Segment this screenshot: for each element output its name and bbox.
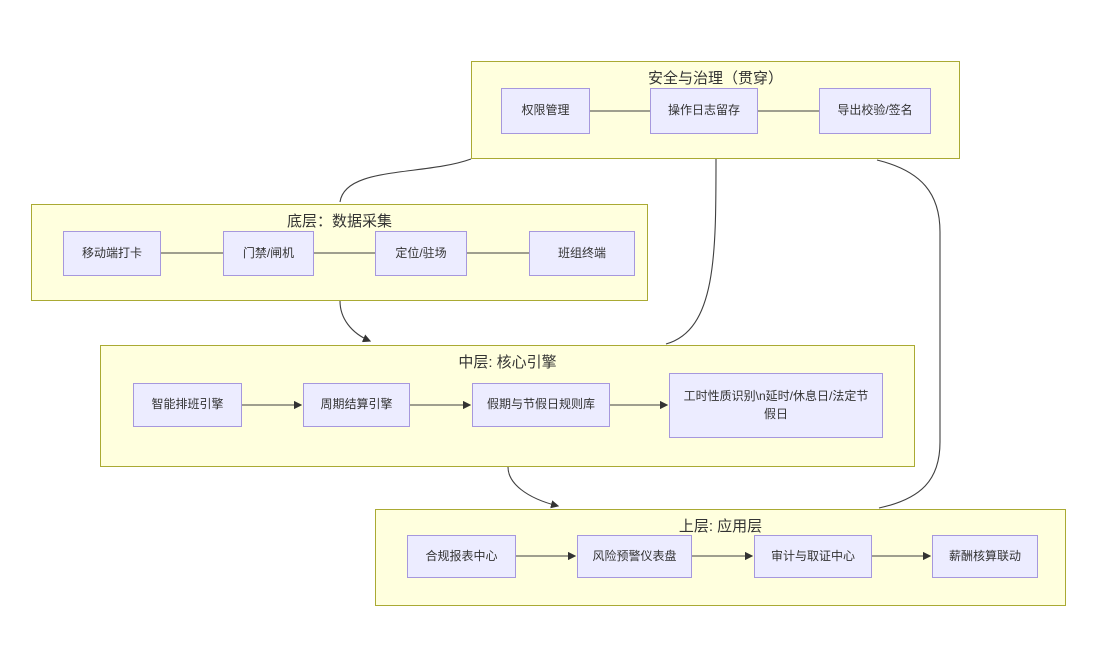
node-terminal-label: 班组终端 (557, 245, 606, 260)
node-perm-label: 权限管理 (521, 103, 570, 118)
edge-datacollection-coreengine (339, 300, 372, 343)
node-settle: 周期结算引擎 (303, 383, 410, 427)
node-locate-label: 定位/驻场 (395, 245, 447, 260)
node-settle-label: 周期结算引擎 (320, 397, 393, 412)
node-mobile: 移动端打卡 (63, 231, 161, 276)
node-worktime-label: 工时性质识别\n延时/休息日/法定节假日 (683, 389, 869, 421)
group-application-title: 上层: 应用层 (678, 518, 763, 535)
node-locate: 定位/驻场 (375, 231, 467, 276)
node-oplog-label: 操作日志留存 (667, 103, 740, 118)
node-risk: 风险预警仪表盘 (577, 535, 692, 578)
node-oplog: 操作日志留存 (650, 88, 758, 134)
node-audit: 审计与取证中心 (754, 535, 872, 578)
node-export-label: 导出校验/签名 (837, 103, 913, 118)
group-data-collection-title: 底层：数据采集 (286, 213, 392, 230)
edge-security-datacollection (339, 158, 472, 203)
node-schedule: 智能排班引擎 (133, 383, 242, 427)
node-payroll: 薪酬核算联动 (932, 535, 1038, 578)
node-report-label: 合规报表中心 (425, 548, 498, 563)
node-export: 导出校验/签名 (819, 88, 931, 134)
node-risk-label: 风险预警仪表盘 (592, 548, 677, 563)
node-holiday-label: 假期与节假日规则库 (486, 397, 595, 412)
node-perm: 权限管理 (501, 88, 590, 134)
node-terminal: 班组终端 (529, 231, 635, 276)
edge-security-coreengine (665, 158, 717, 345)
edge-coreengine-application (507, 466, 560, 509)
node-payroll-label: 薪酬核算联动 (948, 548, 1021, 563)
node-schedule-label: 智能排班引擎 (151, 397, 224, 412)
group-core-engine-title: 中层: 核心引擎 (458, 354, 557, 371)
group-security-title: 安全与治理（贯穿） (647, 70, 783, 87)
node-gate-label: 门禁/闸机 (242, 245, 295, 260)
node-gate: 门禁/闸机 (223, 231, 314, 276)
node-report: 合规报表中心 (407, 535, 516, 578)
node-mobile-label: 移动端打卡 (81, 245, 142, 260)
node-holiday: 假期与节假日规则库 (472, 383, 610, 427)
node-audit-label: 审计与取证中心 (770, 548, 855, 563)
node-worktime: 工时性质识别\n延时/休息日/法定节假日 (669, 373, 883, 438)
